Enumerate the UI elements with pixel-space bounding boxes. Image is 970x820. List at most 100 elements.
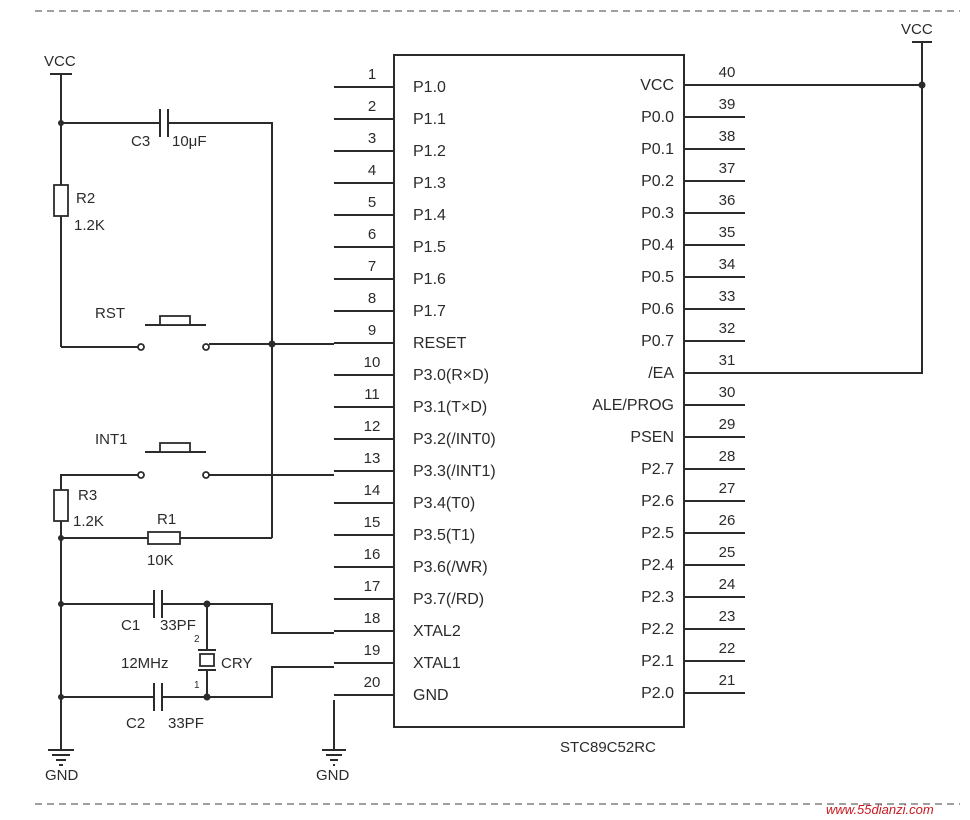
pin-number-right-36: 36 <box>719 192 736 209</box>
pin-number-right-37: 37 <box>719 160 736 177</box>
pin-label-right-33: P0.6 <box>641 301 674 318</box>
pin-number-left-1: 1 <box>368 66 376 83</box>
watermark: www.55dianzi.com <box>826 802 934 817</box>
pin-number-right-40: 40 <box>719 64 736 81</box>
pin-label-right-29: PSEN <box>630 429 674 446</box>
pin-number-right-33: 33 <box>719 288 736 305</box>
pin-label-right-39: P0.0 <box>641 109 674 126</box>
pin-number-left-10: 10 <box>364 354 381 371</box>
pin-number-right-30: 30 <box>719 384 736 401</box>
rst-label: RST <box>95 305 125 322</box>
pin-number-right-29: 29 <box>719 416 736 433</box>
pin-number-left-3: 3 <box>368 130 376 147</box>
pin-label-left-15: P3.5(T1) <box>413 527 475 544</box>
pin-label-left-11: P3.1(T×D) <box>413 399 487 416</box>
vcc-left-label: VCC <box>44 53 76 70</box>
pin-label-left-20: GND <box>413 687 449 704</box>
pin-number-left-12: 12 <box>364 418 381 435</box>
r2-value: 1.2K <box>74 217 105 234</box>
pin-number-right-39: 39 <box>719 96 736 113</box>
rst-button-cap <box>159 315 191 326</box>
pin-number-right-26: 26 <box>719 512 736 529</box>
pin-label-left-16: P3.6(/WR) <box>413 559 488 576</box>
pin-label-right-22: P2.1 <box>641 653 674 670</box>
rst-contact-right <box>202 343 210 351</box>
cry-body <box>199 653 215 667</box>
pin-number-left-13: 13 <box>364 450 381 467</box>
pin-label-right-31: /EA <box>648 365 674 382</box>
int1-contact-right <box>202 471 210 479</box>
pin-number-left-15: 15 <box>364 514 381 531</box>
pin-number-left-6: 6 <box>368 226 376 243</box>
r1-name: R1 <box>157 511 176 528</box>
pin-label-left-18: XTAL2 <box>413 623 461 640</box>
pin-label-left-6: P1.5 <box>413 239 446 256</box>
junction-c1-gnd <box>58 601 64 607</box>
pin-label-left-9: RESET <box>413 335 467 352</box>
pin-number-left-4: 4 <box>368 162 376 179</box>
pin-label-right-24: P2.3 <box>641 589 674 606</box>
pin-label-right-36: P0.3 <box>641 205 674 222</box>
pin-label-left-7: P1.6 <box>413 271 446 288</box>
cry-name: CRY <box>221 655 252 672</box>
r3-value: 1.2K <box>73 513 104 530</box>
pin-number-right-22: 22 <box>719 640 736 657</box>
pin-number-right-25: 25 <box>719 544 736 561</box>
pin-number-left-17: 17 <box>364 578 381 595</box>
chip-name: STC89C52RC <box>560 739 656 756</box>
pin-label-right-25: P2.4 <box>641 557 674 574</box>
pin-number-left-9: 9 <box>368 322 376 339</box>
pin-number-left-7: 7 <box>368 258 376 275</box>
pin-label-left-12: P3.2(/INT0) <box>413 431 496 448</box>
c3-value: 10μF <box>172 133 207 150</box>
pin-label-left-13: P3.3(/INT1) <box>413 463 496 480</box>
pin-number-right-32: 32 <box>719 320 736 337</box>
pin-label-right-35: P0.4 <box>641 237 674 254</box>
pin-label-right-40: VCC <box>640 77 674 94</box>
pin-label-left-14: P3.4(T0) <box>413 495 475 512</box>
c1-value: 33PF <box>160 617 196 634</box>
pin-number-left-8: 8 <box>368 290 376 307</box>
c3-name: C3 <box>131 133 150 150</box>
pin-label-right-26: P2.5 <box>641 525 674 542</box>
pin-label-right-37: P0.2 <box>641 173 674 190</box>
pin-label-left-4: P1.3 <box>413 175 446 192</box>
pin-label-left-19: XTAL1 <box>413 655 461 672</box>
c2-value: 33PF <box>168 715 204 732</box>
pin-label-left-2: P1.1 <box>413 111 446 128</box>
r1-body <box>147 531 181 545</box>
int1-contact-left <box>137 471 145 479</box>
r2-body <box>53 184 69 217</box>
pin-number-right-24: 24 <box>719 576 736 593</box>
r1-value: 10K <box>147 552 174 569</box>
pin-number-right-34: 34 <box>719 256 736 273</box>
pin-label-left-10: P3.0(R×D) <box>413 367 489 384</box>
pin-number-left-2: 2 <box>368 98 376 115</box>
pin-label-left-5: P1.4 <box>413 207 446 224</box>
pin-label-right-30: ALE/PROG <box>592 397 674 414</box>
pin-number-left-14: 14 <box>364 482 381 499</box>
junction-r1 <box>58 535 64 541</box>
pin-number-right-21: 21 <box>719 672 736 689</box>
r2-name: R2 <box>76 190 95 207</box>
chip-pins: 1P1.02P1.13P1.24P1.35P1.46P1.57P1.68P1.7… <box>334 64 745 704</box>
pin-number-right-27: 27 <box>719 480 736 497</box>
pin-number-right-35: 35 <box>719 224 736 241</box>
junction-vcc-right <box>918 81 926 89</box>
pin-number-right-31: 31 <box>719 352 736 369</box>
cry-pin1-label: 1 <box>194 680 200 691</box>
int1-button-cap <box>159 442 191 453</box>
cry-freq: 12MHz <box>121 655 169 672</box>
rst-contact-left <box>137 343 145 351</box>
pin-label-right-23: P2.2 <box>641 621 674 638</box>
int1-label: INT1 <box>95 431 128 448</box>
pin-number-left-11: 11 <box>364 386 380 403</box>
pin-number-right-38: 38 <box>719 128 736 145</box>
gnd-mid-label: GND <box>316 767 350 784</box>
pin-label-right-34: P0.5 <box>641 269 674 286</box>
cry-pin2-label: 2 <box>194 634 200 645</box>
vcc-rail-right <box>684 42 923 374</box>
pin-label-left-17: P3.7(/RD) <box>413 591 484 608</box>
pin-label-right-32: P0.7 <box>641 333 674 350</box>
